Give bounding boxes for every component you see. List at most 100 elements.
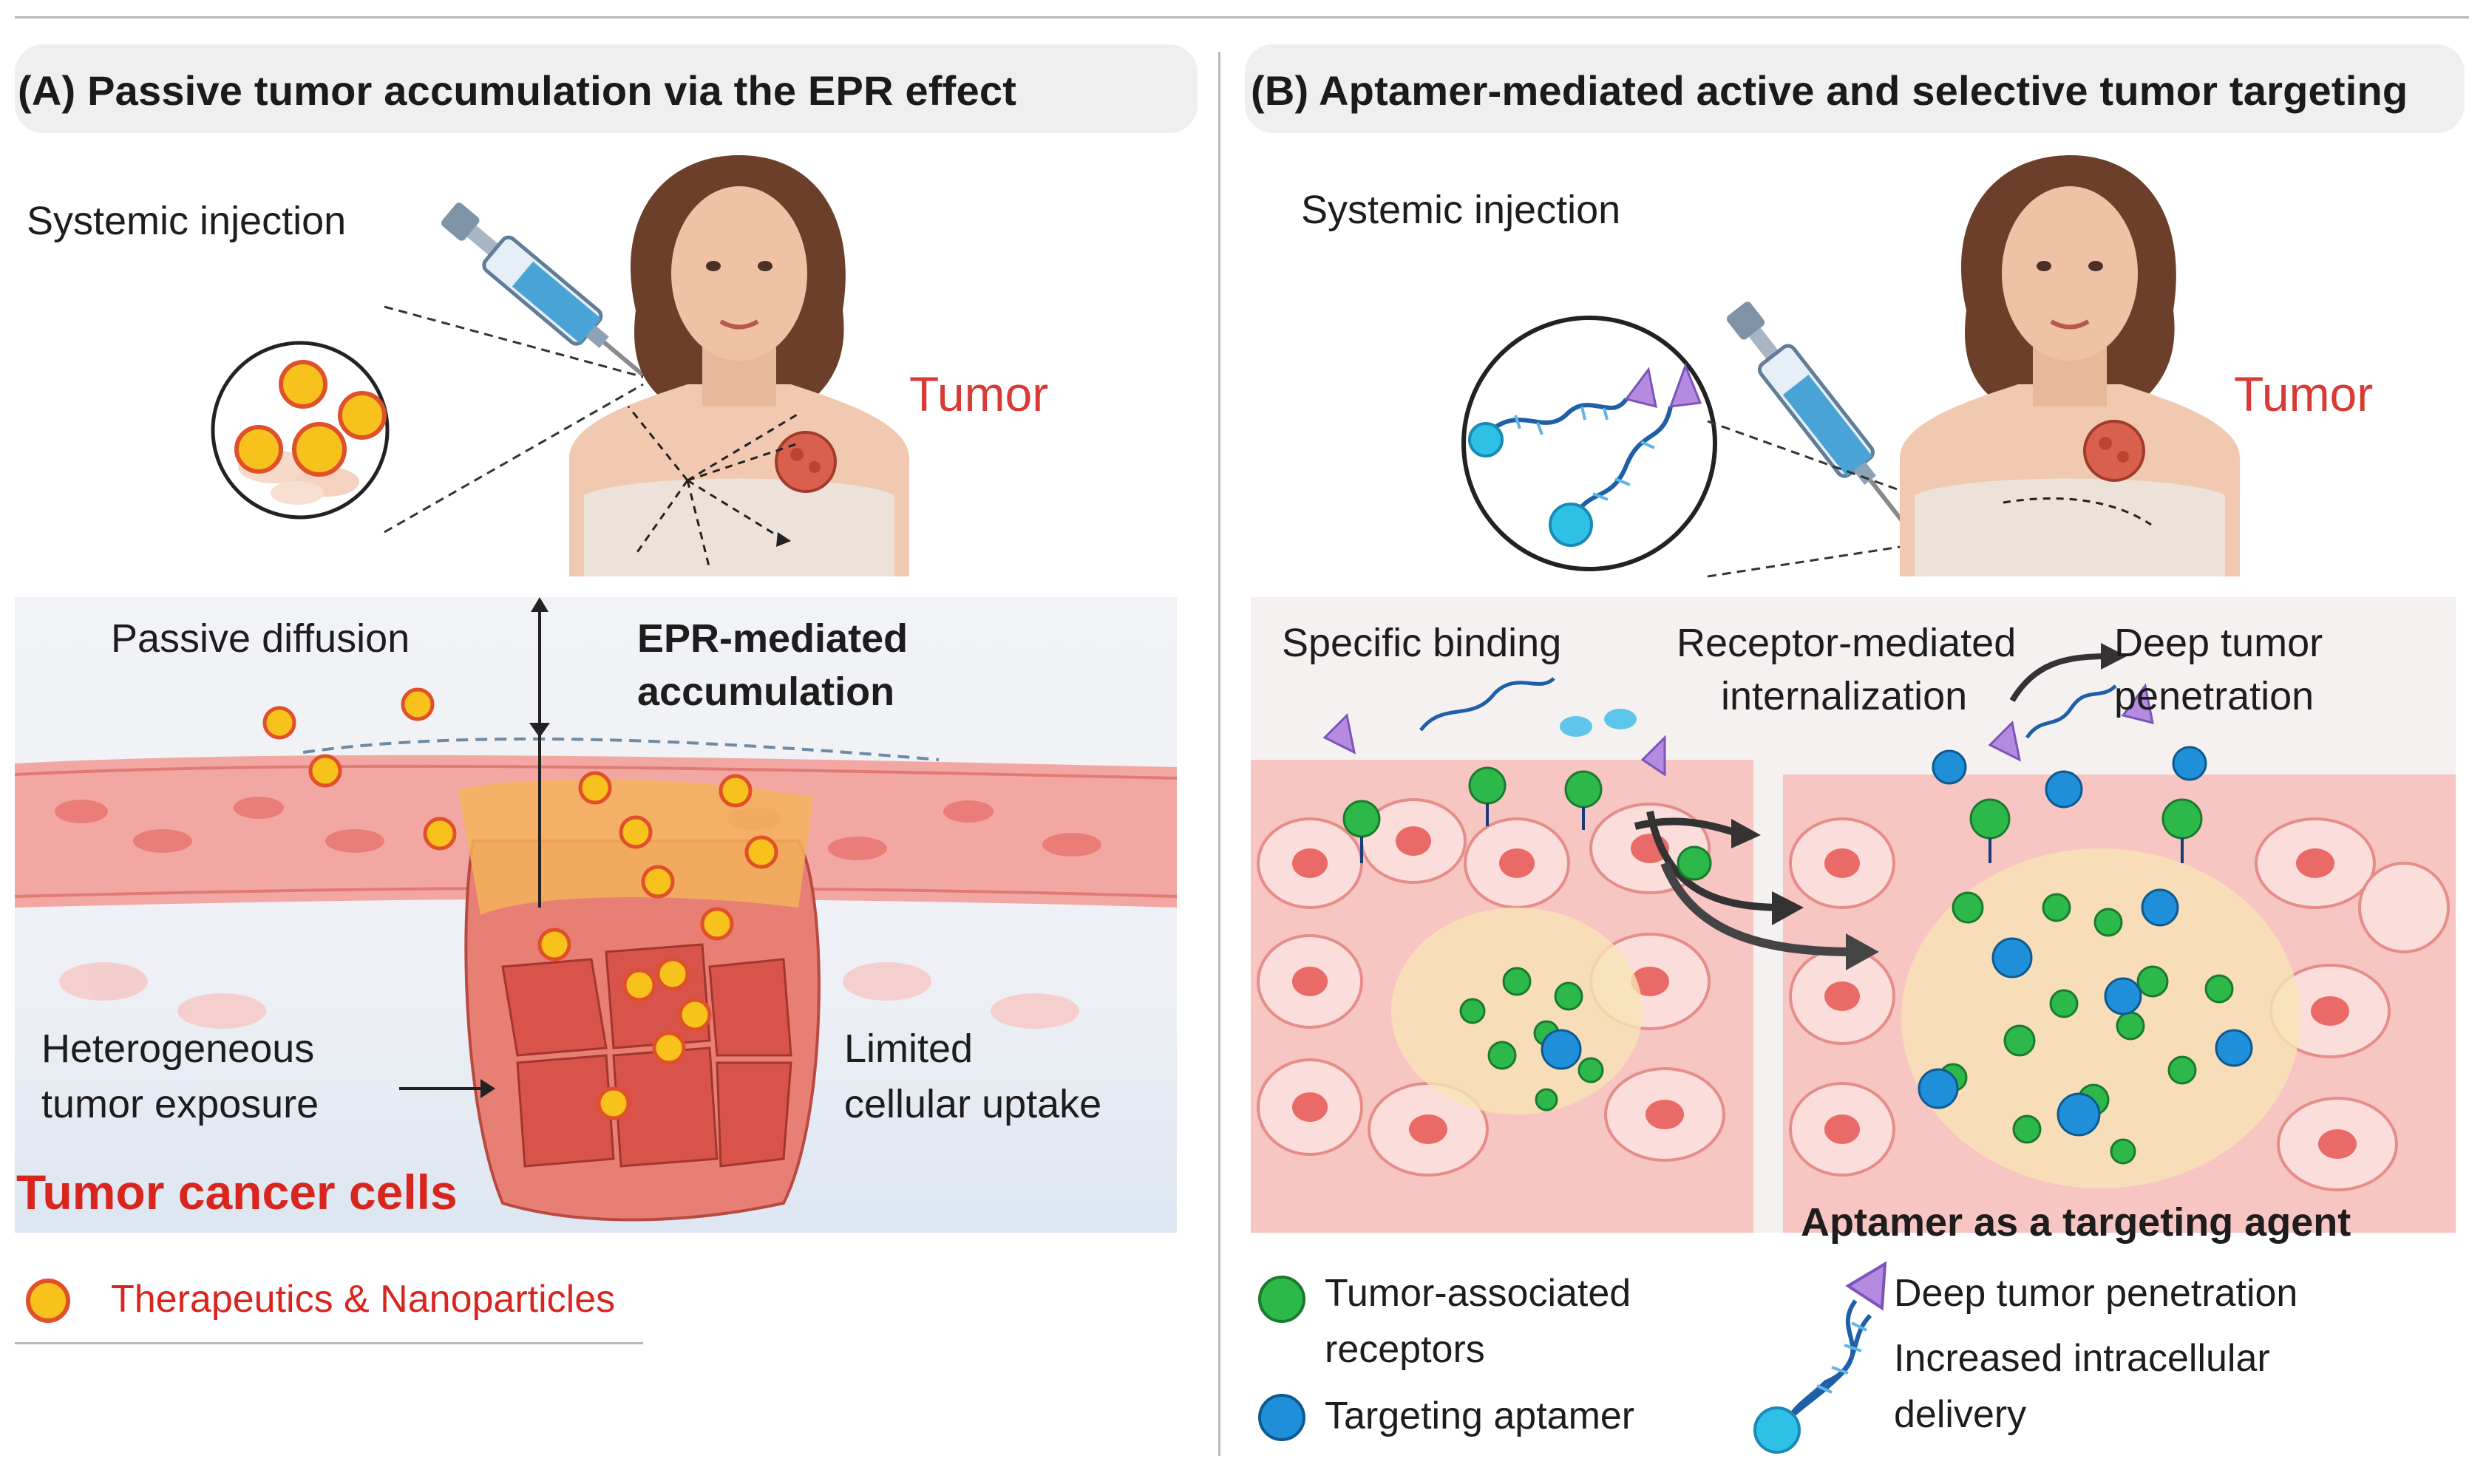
receptor-legend-icon	[1258, 1276, 1305, 1323]
legend-divider	[15, 1342, 643, 1344]
receptor-icon	[2003, 1024, 2036, 1057]
top-divider	[15, 16, 2469, 18]
nanoparticle-icon	[652, 1031, 686, 1065]
nanoparticle-icon	[641, 865, 675, 899]
syringe-icon-a	[441, 202, 645, 378]
nanoparticle-icon	[537, 928, 571, 961]
tumor-cancer-cells-label: Tumor cancer cells	[16, 1165, 458, 1219]
receptor-icon	[2136, 965, 2169, 998]
aptamer-icon	[2215, 1029, 2253, 1067]
nanoparticle-icon	[338, 391, 387, 440]
legend-delivery-label-line1: Increased intracellular	[1894, 1337, 2270, 1380]
nanoparticle-zoom-circle	[211, 341, 390, 520]
nanoparticle-icon	[401, 687, 435, 721]
nanoparticle-icon	[279, 360, 327, 409]
panel-a-systemic-injection-label: Systemic injection	[27, 199, 347, 243]
deep-penetration-label-line2: penetration	[2114, 674, 2315, 718]
aptamer-icon	[2172, 746, 2207, 781]
aptamer-icon	[1541, 1029, 1582, 1070]
aptamer-icon	[2045, 770, 2083, 809]
deep-penetration-label-line1: Deep tumor	[2114, 621, 2323, 665]
patient-figure-a	[569, 155, 909, 576]
receptor-icon	[2049, 989, 2079, 1018]
panel-a-header-bar	[15, 44, 1198, 133]
distribution-arrows-a	[627, 406, 799, 570]
receptor-icon	[1554, 981, 1583, 1011]
legend-aptamer-label: Targeting aptamer	[1325, 1395, 1635, 1437]
aptamer-icon	[1549, 503, 1593, 547]
receptor-icon	[1502, 967, 1532, 996]
tissue-scene-a	[15, 597, 1177, 1233]
specific-binding-label: Specific binding	[1282, 621, 1562, 665]
aptamer-icon	[1932, 749, 1967, 785]
receptor-icon	[1564, 770, 1603, 809]
panel-a-title: (A) Passive tumor accumulation via the E…	[18, 67, 1017, 114]
aptamer-targeting-agent-label: Aptamer as a targeting agent	[1801, 1200, 2351, 1245]
nanoparticle-icon	[597, 1086, 631, 1120]
limited-uptake-label-line2: cellular uptake	[844, 1082, 1102, 1126]
receptor-internalization-label-line2: internalization	[1721, 674, 1968, 718]
nanoparticle-icon	[656, 957, 690, 991]
aptamer-legend-icon	[1258, 1394, 1305, 1441]
tumor-icon	[775, 431, 837, 493]
nanoparticle-icon	[619, 815, 653, 849]
nanoparticle-icon	[622, 968, 656, 1002]
tumor-icon	[2083, 420, 2145, 482]
nanoparticle-icon	[700, 907, 734, 941]
receptor-icon	[2204, 974, 2234, 1004]
receptor-icon	[1952, 891, 1984, 924]
nanoparticle-icon	[308, 754, 342, 788]
syringe-icon-b	[1726, 302, 1909, 528]
nanoparticle-icon	[262, 706, 296, 740]
nanoparticle-icon	[678, 998, 712, 1032]
passive-diffusion-label: Passive diffusion	[111, 616, 410, 661]
receptor-icon	[2167, 1055, 2197, 1085]
receptor-icon	[2042, 893, 2071, 922]
receptor-icon	[1577, 1057, 1604, 1083]
nanoparticle-legend-icon	[26, 1279, 70, 1323]
nanoparticle-icon	[719, 774, 753, 808]
nanoparticle-icon	[578, 771, 612, 805]
panel-divider	[1218, 52, 1220, 1456]
receptor-icon	[2116, 1011, 2145, 1041]
zoom-lines-a	[384, 305, 644, 534]
legend-receptors-label-line1: Tumor-associated	[1325, 1272, 1631, 1315]
receptor-icon	[2012, 1114, 2042, 1144]
receptor-icon	[1459, 998, 1486, 1024]
limited-uptake-label-line1: Limited	[844, 1027, 974, 1071]
panel-b-tumor-label: Tumor	[2234, 367, 2374, 421]
dna-aptamer-legend-icon	[1753, 1261, 1887, 1454]
legend-penetration-label: Deep tumor penetration	[1894, 1272, 2298, 1315]
panel-a-tumor-label: Tumor	[909, 367, 1049, 421]
receptor-icon	[2093, 908, 2123, 937]
nanoparticle-icon	[234, 425, 283, 474]
receptor-icon	[1535, 1088, 1558, 1112]
receptor-icon	[2110, 1138, 2136, 1165]
panel-b-title: (B) Aptamer-mediated active and selectiv…	[1251, 67, 2408, 114]
receptor-icon	[1468, 766, 1507, 805]
legend-therapeutics-label: Therapeutics & Nanoparticles	[111, 1278, 616, 1321]
aptamer-icon	[1468, 422, 1504, 457]
legend-receptors-label-line2: receptors	[1325, 1328, 1485, 1371]
aptamer-icon	[2057, 1092, 2101, 1137]
aptamer-icon	[2104, 977, 2142, 1015]
patient-figure-b	[1900, 155, 2240, 576]
nanoparticle-icon	[423, 817, 457, 851]
epr-label-line2: accumulation	[637, 670, 895, 714]
nanoparticle-icon	[292, 422, 347, 477]
aptamer-icon	[1918, 1068, 1959, 1109]
receptor-icon	[1969, 798, 2011, 840]
receptor-internalization-label-line1: Receptor-mediated	[1677, 621, 2017, 665]
aptamer-icon	[1991, 937, 2033, 978]
receptor-icon	[1342, 800, 1381, 838]
panel-b-header-bar	[1245, 44, 2465, 133]
aptamer-icon	[2141, 888, 2179, 927]
receptor-icon	[1487, 1041, 1517, 1070]
aptamer-zoom-circle	[1461, 316, 1717, 571]
heterogeneous-label-line2: tumor exposure	[41, 1082, 319, 1126]
epr-label-line1: EPR-mediated	[637, 616, 909, 661]
nanoparticle-icon	[744, 835, 778, 869]
tissue-scene-b	[1251, 597, 2456, 1233]
receptor-icon	[2161, 798, 2203, 840]
legend-delivery-label-line2: delivery	[1894, 1393, 2027, 1436]
